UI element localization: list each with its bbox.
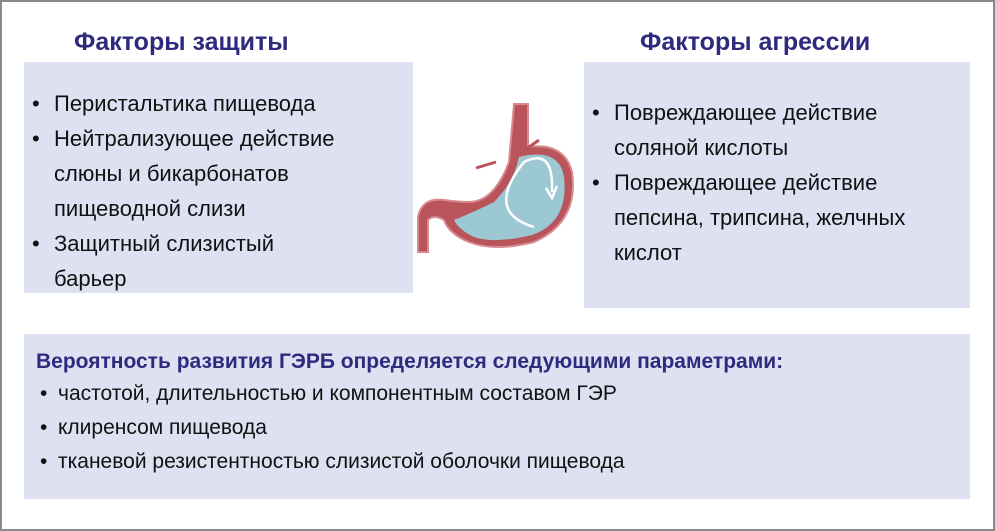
- protection-title: Факторы защиты: [74, 28, 289, 56]
- list-item: •Повреждающее действие пепсина, трипсина…: [592, 170, 906, 265]
- gerd-title: Вероятность развития ГЭРБ определяется с…: [36, 350, 784, 373]
- protection-box: •Перистальтика пищевода •Нейтрализующее …: [24, 62, 413, 293]
- gerd-box: Вероятность развития ГЭРБ определяется с…: [24, 334, 970, 499]
- aggression-title: Факторы агрессии: [640, 28, 871, 56]
- stomach-illustration: [417, 103, 574, 253]
- aggression-box: •Повреждающее действие соляной кислоты •…: [584, 62, 970, 308]
- list-item: •Защитный слизистый барьер: [32, 231, 275, 291]
- list-item: •частотой, длительностью и компонентным …: [40, 382, 617, 405]
- list-item: •клиренсом пищевода: [40, 416, 267, 439]
- list-item: •Перистальтика пищевода: [32, 91, 316, 116]
- list-item: •Нейтрализующее действие слюны и бикарбо…: [32, 126, 335, 221]
- list-item: •Повреждающее действие соляной кислоты: [592, 100, 878, 160]
- list-item: •тканевой резистентностью слизистой обол…: [40, 450, 625, 473]
